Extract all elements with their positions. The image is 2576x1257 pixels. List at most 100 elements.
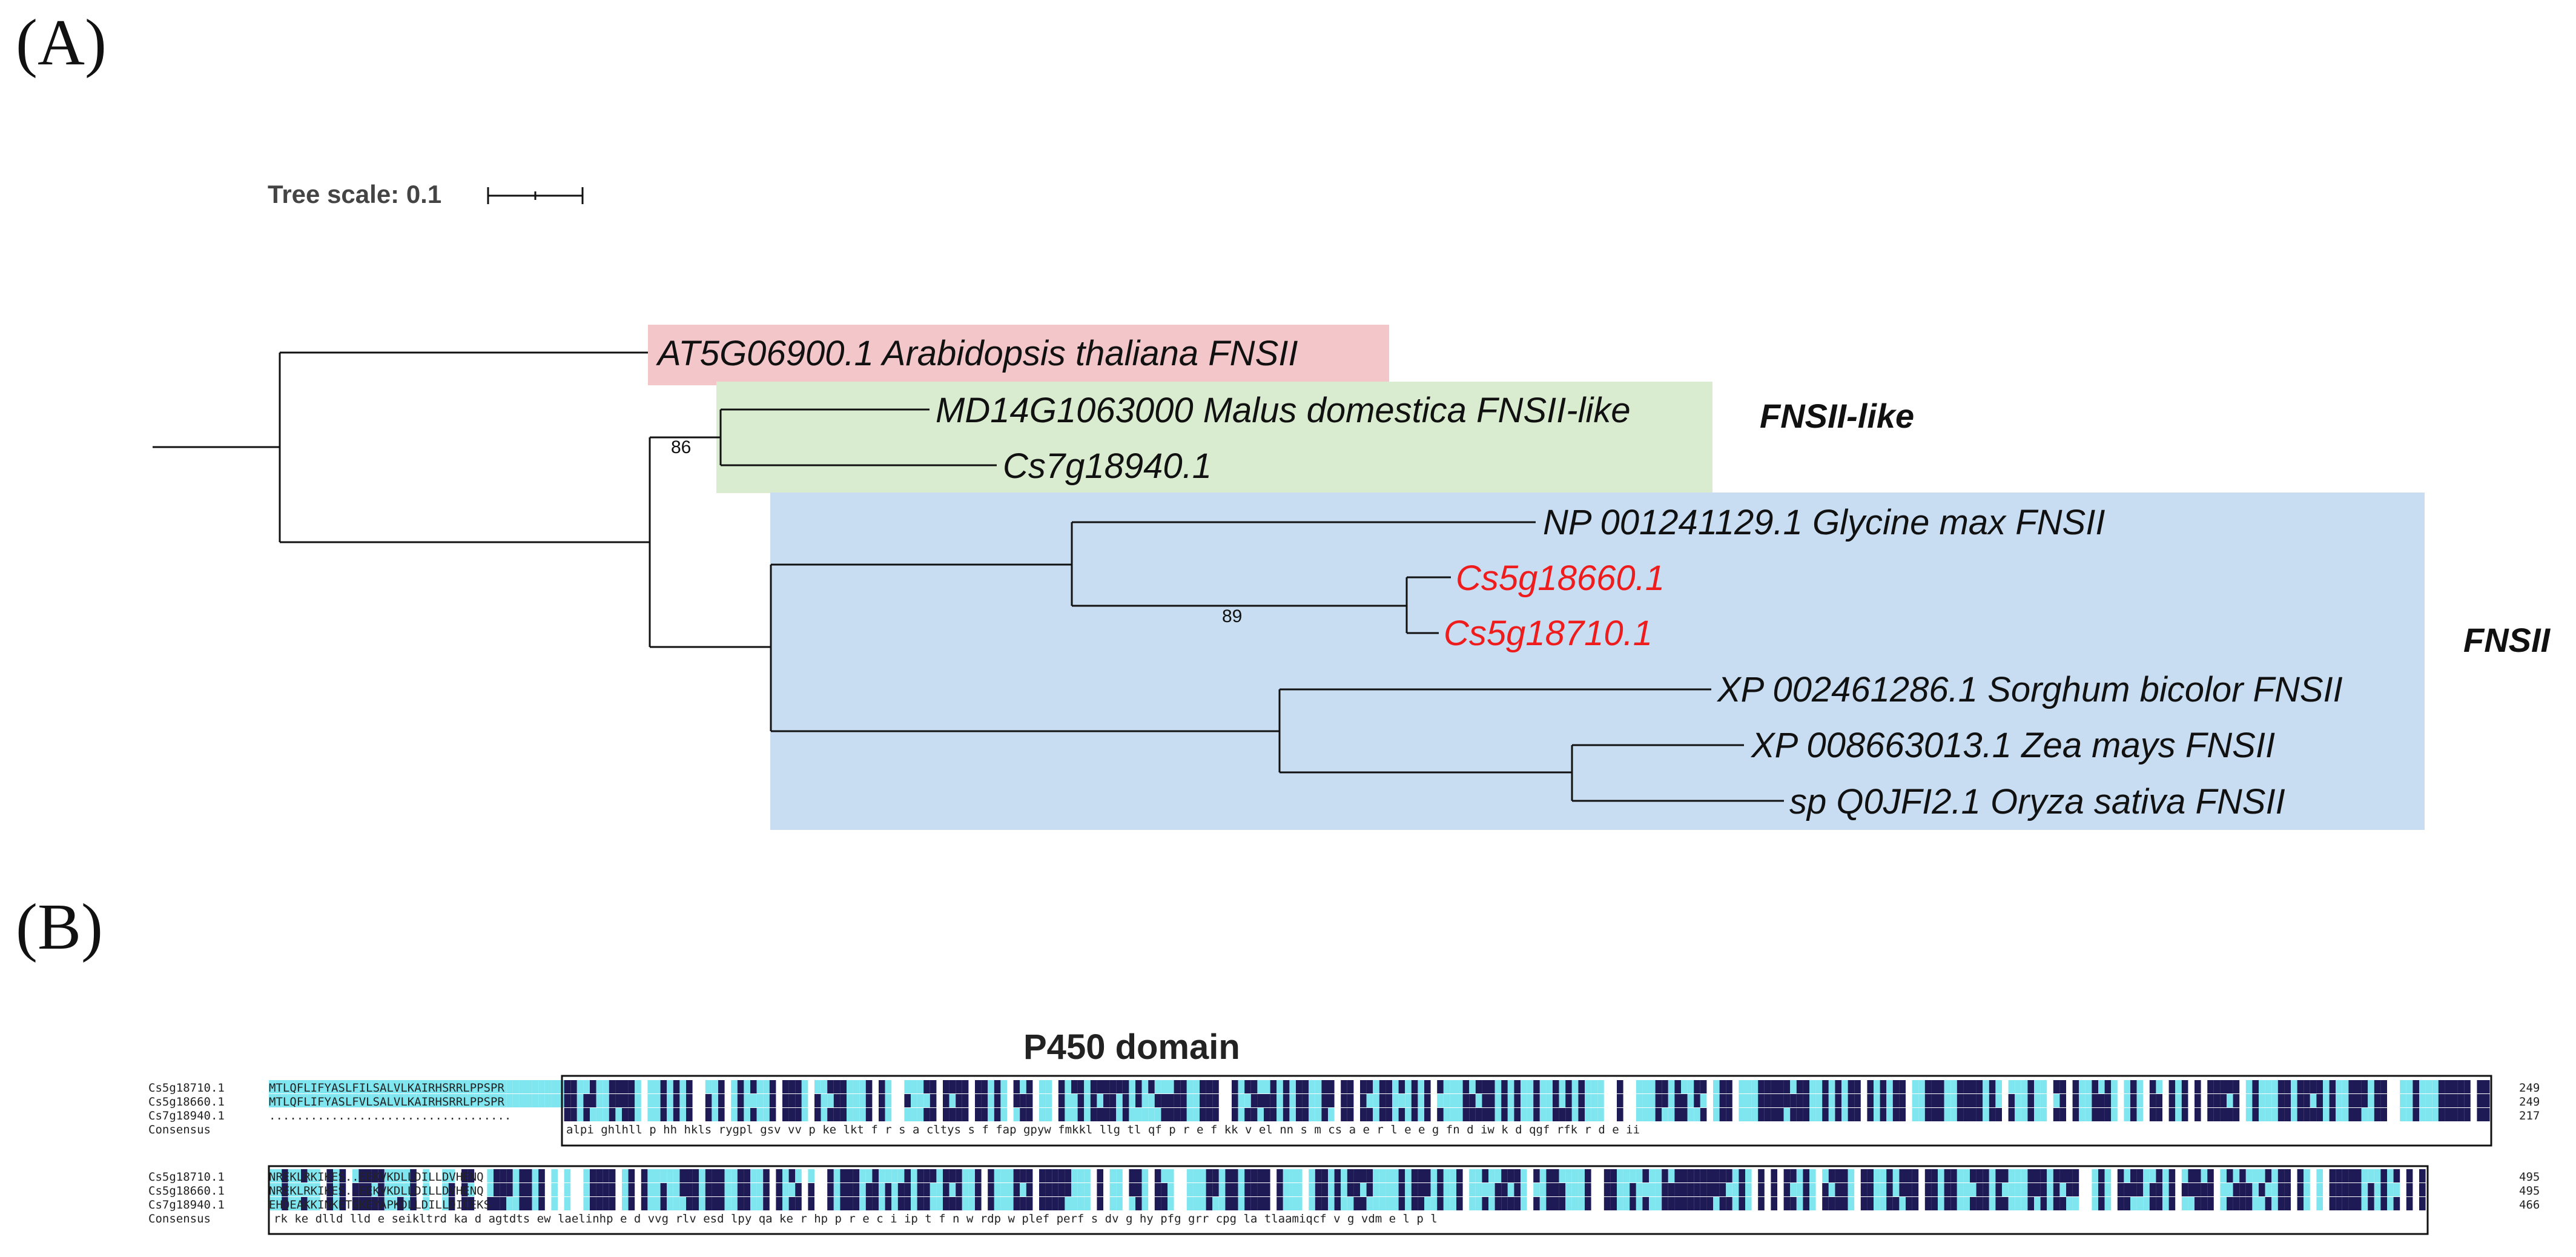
alignment-cell bbox=[1244, 1169, 1251, 1182]
alignment-cell bbox=[1321, 1094, 1328, 1107]
alignment-cell bbox=[833, 1169, 841, 1182]
alignment-cell bbox=[2259, 1080, 2265, 1093]
alignment-cell bbox=[1360, 1169, 1367, 1182]
alignment-cell bbox=[756, 1169, 764, 1182]
alignment-cell bbox=[2297, 1169, 2304, 1182]
alignment-cell bbox=[1264, 1094, 1270, 1107]
alignment-cell bbox=[705, 1108, 712, 1121]
alignment-cell bbox=[981, 1094, 988, 1107]
alignment-cell bbox=[692, 1169, 699, 1182]
alignment-cell bbox=[519, 1197, 526, 1210]
alignment-cell bbox=[1668, 1197, 1675, 1210]
alignment-cell bbox=[1283, 1183, 1290, 1196]
alignment-cell bbox=[603, 1108, 609, 1121]
alignment-cell bbox=[1957, 1094, 1964, 1107]
alignment-cell bbox=[1264, 1197, 1270, 1210]
alignment-cell bbox=[1803, 1183, 1809, 1196]
alignment-cell bbox=[1405, 1094, 1412, 1107]
alignment-cell bbox=[2015, 1094, 2021, 1107]
alignment-cell bbox=[654, 1094, 661, 1107]
alignment-cell bbox=[1674, 1094, 1681, 1107]
alignment-cell bbox=[2316, 1080, 2323, 1093]
alignment-cell bbox=[699, 1183, 705, 1196]
alignment-cell bbox=[1848, 1094, 1855, 1107]
alignment-cell bbox=[660, 1080, 667, 1093]
alignment-cell bbox=[1674, 1080, 1681, 1093]
alignment-cell bbox=[1950, 1197, 1957, 1210]
alignment-cell bbox=[859, 1108, 866, 1121]
alignment-cell bbox=[2265, 1169, 2272, 1182]
alignment-cell bbox=[282, 1080, 288, 1093]
alignment-cell bbox=[301, 1197, 308, 1210]
alignment-cell bbox=[930, 1094, 937, 1107]
alignment-cell bbox=[538, 1197, 545, 1210]
alignment-cell bbox=[2304, 1108, 2310, 1121]
alignment-cell bbox=[776, 1169, 782, 1182]
alignment-cell bbox=[2252, 1080, 2259, 1093]
sequence-name: Cs5g18660.1 bbox=[148, 1095, 225, 1109]
alignment-cell bbox=[943, 1094, 949, 1107]
alignment-cell bbox=[1488, 1169, 1495, 1182]
alignment-cell bbox=[269, 1183, 276, 1196]
alignment-cell bbox=[1443, 1080, 1450, 1093]
alignment-cell bbox=[840, 1108, 847, 1121]
alignment-cell bbox=[526, 1080, 532, 1093]
alignment-cell bbox=[1360, 1094, 1367, 1107]
alignment-cell bbox=[911, 1094, 917, 1107]
alignment-cell bbox=[1924, 1197, 1932, 1210]
alignment-cell bbox=[1892, 1080, 1900, 1093]
alignment-cell bbox=[968, 1183, 975, 1196]
alignment-cell bbox=[1886, 1197, 1893, 1210]
alignment-cell bbox=[2124, 1183, 2130, 1196]
alignment-cell bbox=[1880, 1169, 1887, 1182]
alignment-cell bbox=[1514, 1183, 1521, 1196]
alignment-cell bbox=[2271, 1094, 2278, 1107]
alignment-cell bbox=[847, 1197, 853, 1210]
alignment-cell bbox=[1039, 1094, 1046, 1107]
alignment-cell bbox=[2483, 1080, 2490, 1093]
alignment-cell bbox=[879, 1108, 885, 1121]
alignment-cell bbox=[532, 1094, 539, 1107]
alignment-cell bbox=[2297, 1108, 2304, 1121]
alignment-cell bbox=[2149, 1183, 2156, 1196]
alignment-cell bbox=[679, 1094, 686, 1107]
alignment-cell bbox=[2156, 1169, 2162, 1182]
alignment-cell bbox=[994, 1094, 1001, 1107]
alignment-cell bbox=[429, 1080, 436, 1093]
alignment-cell bbox=[1129, 1080, 1135, 1093]
alignment-cell bbox=[1636, 1197, 1643, 1210]
alignment-cell bbox=[512, 1197, 520, 1210]
alignment-cell bbox=[2304, 1183, 2310, 1196]
alignment-cell bbox=[1764, 1108, 1771, 1121]
alignment-cell bbox=[423, 1169, 429, 1182]
alignment-cell bbox=[391, 1094, 397, 1107]
sequence-end: 495 bbox=[2519, 1170, 2540, 1184]
alignment-cell bbox=[1309, 1080, 1315, 1093]
alignment-cell bbox=[487, 1094, 494, 1107]
alignment-cell bbox=[1591, 1080, 1598, 1093]
alignment-cell bbox=[333, 1080, 340, 1093]
alignment-cell bbox=[2233, 1094, 2240, 1107]
alignment-cell bbox=[596, 1080, 603, 1093]
alignment-cell bbox=[1212, 1183, 1219, 1196]
alignment-cell bbox=[1013, 1169, 1020, 1182]
alignment-cell bbox=[1514, 1094, 1521, 1107]
alignment-cell bbox=[1244, 1108, 1251, 1121]
alignment-cell bbox=[1232, 1183, 1238, 1196]
alignment-cell bbox=[1135, 1169, 1142, 1182]
alignment-cell bbox=[1553, 1080, 1559, 1093]
alignment-cell bbox=[2406, 1094, 2413, 1107]
alignment-cell bbox=[288, 1197, 295, 1210]
alignment-cell bbox=[1174, 1108, 1181, 1121]
alignment-cell bbox=[628, 1169, 635, 1182]
alignment-cell bbox=[2425, 1094, 2432, 1107]
alignment-cell bbox=[1539, 1183, 1547, 1196]
alignment-cell bbox=[930, 1108, 937, 1121]
alignment-cell bbox=[2342, 1080, 2349, 1093]
alignment-cell bbox=[590, 1197, 596, 1210]
alignment-cell bbox=[737, 1197, 744, 1210]
leaf-label-highlighted: Cs5g18710.1 bbox=[1444, 614, 1653, 653]
alignment-cell bbox=[2368, 1169, 2374, 1182]
alignment-cell bbox=[1546, 1094, 1553, 1107]
alignment-cell bbox=[1328, 1094, 1335, 1107]
